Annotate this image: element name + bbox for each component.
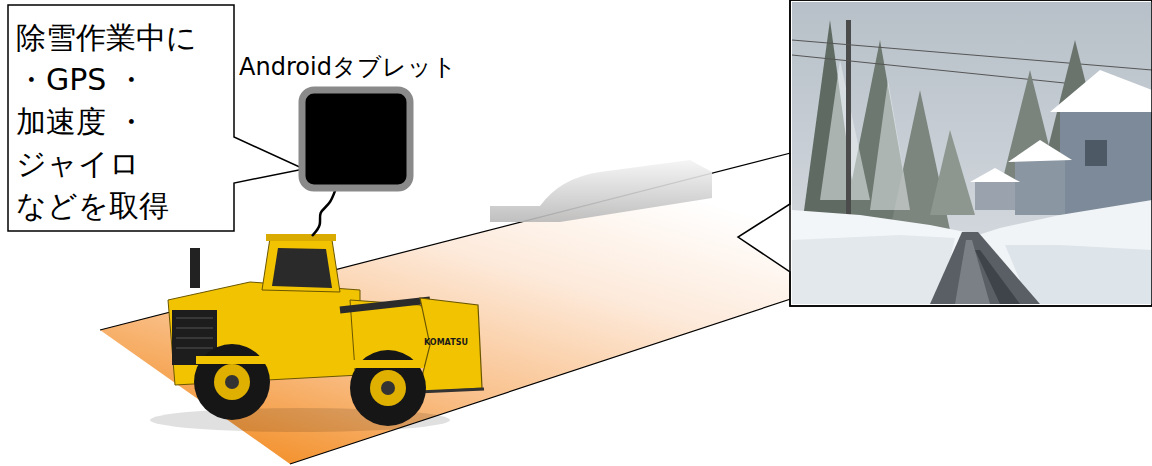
photo-callout: [738, 0, 1152, 306]
tablet-device: Androidタブレット: [238, 52, 458, 194]
tablet-cable: [312, 188, 336, 236]
wheel-loader: [150, 234, 484, 432]
brand-label: KOMATSU: [424, 338, 468, 347]
callout-box: 除雪作業中に ・GPS ・加速度 ・ジャイロ などを取得: [8, 5, 234, 231]
device-label: Androidタブレット: [238, 52, 458, 82]
snow-mound: [490, 160, 712, 222]
snow-street-photo: [792, 2, 1152, 304]
callout-shape: [8, 5, 304, 231]
photo-frame: [790, 0, 1152, 306]
road-edge: [290, 292, 812, 464]
tablet-shape: [302, 90, 410, 188]
callout-text: 除雪作業中に ・GPS ・加速度 ・ジャイロ などを取得: [8, 5, 204, 227]
